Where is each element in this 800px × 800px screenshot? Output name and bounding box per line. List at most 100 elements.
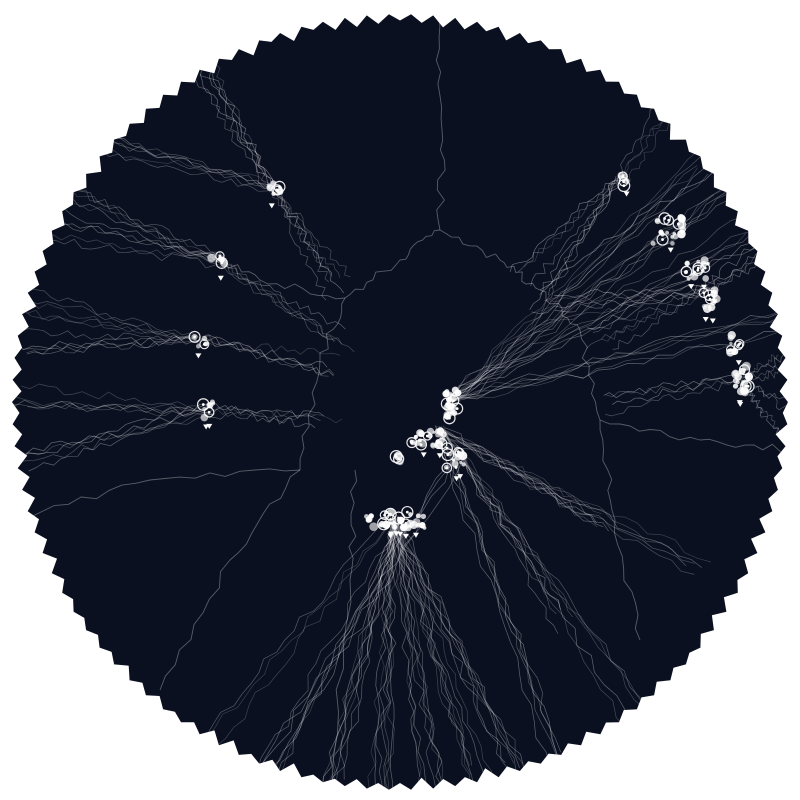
node-dot xyxy=(622,180,625,184)
radial-path xyxy=(603,374,736,399)
radial-path xyxy=(601,294,709,342)
radial-path xyxy=(456,451,559,634)
radial-path xyxy=(36,231,225,265)
triangle-marker xyxy=(736,400,743,406)
node-dot xyxy=(729,348,732,352)
triangle-marker xyxy=(195,353,202,359)
radial-path xyxy=(330,523,401,790)
node-dot xyxy=(220,261,224,265)
radial-path xyxy=(188,520,394,761)
radial-path xyxy=(71,190,223,263)
node-cluster xyxy=(440,386,464,425)
radial-path xyxy=(450,315,786,398)
node-cluster xyxy=(441,446,468,482)
radial-path xyxy=(740,376,788,422)
node-cluster xyxy=(650,212,687,253)
radial-path xyxy=(554,285,711,298)
radial-path xyxy=(321,522,399,790)
node-cluster xyxy=(731,361,755,407)
radial-path xyxy=(327,519,395,790)
radial-path xyxy=(218,265,335,343)
radial-path xyxy=(27,309,196,340)
triangle-marker xyxy=(735,360,742,366)
node-dot xyxy=(426,427,435,435)
radial-path xyxy=(606,378,742,398)
node-cluster xyxy=(207,251,229,281)
radial-path xyxy=(204,336,328,368)
divider-line xyxy=(344,229,441,299)
radial-path xyxy=(444,430,560,771)
radial-path xyxy=(451,305,788,400)
radial-path xyxy=(193,55,275,189)
node-dot xyxy=(448,451,453,457)
triangle-marker xyxy=(709,318,716,324)
radial-path xyxy=(447,187,734,403)
node-dot xyxy=(440,442,444,446)
node-dot xyxy=(278,185,281,189)
triangle-marker xyxy=(420,452,427,458)
divider-line xyxy=(599,419,641,641)
node-dot xyxy=(413,434,418,439)
divider-line xyxy=(13,468,301,521)
radial-path xyxy=(394,516,422,790)
radial-path xyxy=(12,309,200,342)
radial-path xyxy=(21,383,213,410)
radial-path xyxy=(12,291,200,339)
triangle-marker xyxy=(203,424,210,430)
radial-path xyxy=(440,425,647,711)
node-ring xyxy=(272,185,283,196)
radial-path xyxy=(450,194,714,399)
radial-path xyxy=(266,522,399,790)
node-ring xyxy=(401,505,414,519)
radial-path xyxy=(548,179,619,296)
radial-path xyxy=(12,399,208,414)
radial-path xyxy=(28,408,207,472)
divider-line xyxy=(599,419,788,453)
triangle-marker xyxy=(387,533,394,539)
radial-path xyxy=(530,177,619,287)
radial-path xyxy=(517,179,619,273)
radial-path xyxy=(444,232,747,405)
radial-path xyxy=(434,425,551,768)
radial-path xyxy=(398,519,472,775)
radial-path xyxy=(223,263,336,341)
node-dot xyxy=(732,377,739,384)
radial-path xyxy=(384,520,394,790)
radial-path xyxy=(549,288,709,303)
divider-line xyxy=(159,469,301,691)
radial-path xyxy=(209,405,325,419)
node-dot xyxy=(444,389,450,394)
node-ring xyxy=(196,398,210,411)
radial-path xyxy=(271,523,399,788)
node-ring xyxy=(738,364,751,376)
radial-path xyxy=(435,425,646,709)
node-dot xyxy=(447,416,451,420)
radial-path xyxy=(442,425,628,730)
radial-path xyxy=(67,186,226,259)
node-ring xyxy=(392,453,405,465)
radial-path xyxy=(396,518,517,772)
radial-path xyxy=(438,431,609,532)
radial-path xyxy=(450,173,709,398)
node-dot xyxy=(446,453,450,457)
radial-path xyxy=(253,454,465,790)
radial-path xyxy=(12,335,204,350)
node-dot xyxy=(684,260,690,266)
radial-path xyxy=(396,522,421,777)
radial-path xyxy=(441,432,562,753)
radial-path xyxy=(20,406,214,460)
node-ring xyxy=(441,442,453,454)
node-ring xyxy=(703,289,716,302)
node-dot xyxy=(207,410,211,414)
radial-path xyxy=(509,176,617,272)
radial-path xyxy=(438,433,695,575)
radial-path xyxy=(19,328,196,342)
node-ring xyxy=(215,251,225,261)
node-dot xyxy=(672,233,679,240)
radial-path xyxy=(529,182,623,310)
radial-path xyxy=(464,454,573,618)
node-dot xyxy=(708,297,712,301)
node-cluster xyxy=(680,256,711,290)
node-dot xyxy=(435,432,441,438)
